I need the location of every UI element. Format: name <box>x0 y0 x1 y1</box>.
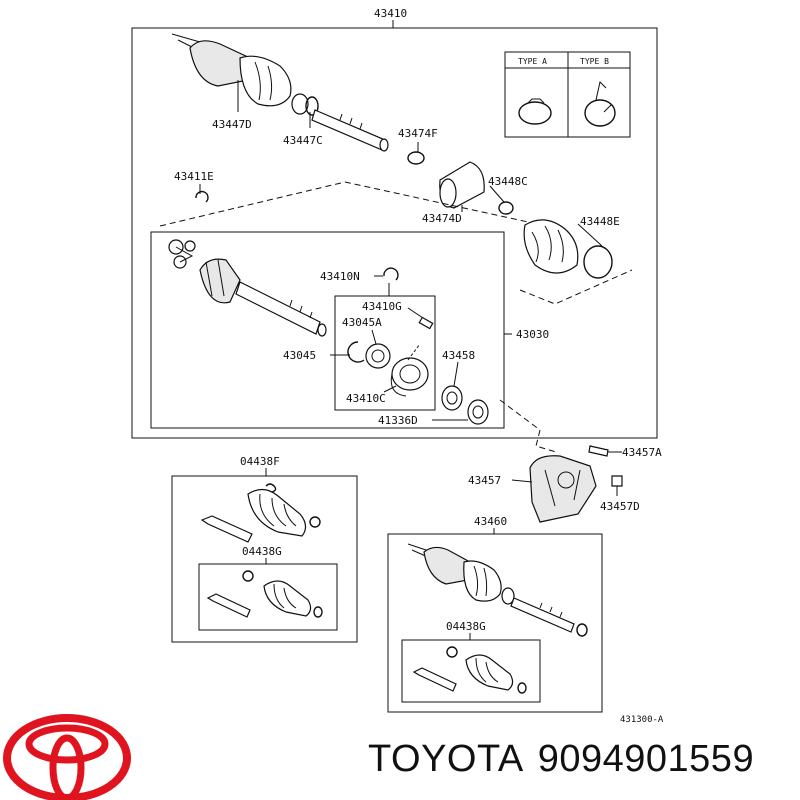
clamp-type-a-tab-icon <box>527 98 545 104</box>
bearing-43410C <box>390 357 429 397</box>
bolt-43457A <box>588 445 609 457</box>
label-43448C: 43448C <box>488 175 528 188</box>
toyota-logo-icon <box>3 714 131 800</box>
label-04438G-b: 04438G <box>446 620 486 633</box>
circlip-43411E <box>195 190 209 203</box>
label-43045A: 43045A <box>342 316 382 329</box>
label-43030: 43030 <box>516 328 549 341</box>
bracket-43457 <box>529 455 597 523</box>
label-43410G: 43410G <box>362 300 402 313</box>
label-43410: 43410 <box>374 7 407 20</box>
seal-43458 <box>441 385 463 411</box>
label-43474F: 43474F <box>398 127 438 140</box>
label-43410C: 43410C <box>346 392 386 405</box>
label-43457A: 43457A <box>622 446 662 459</box>
label-41336D: 41336D <box>378 414 418 427</box>
snap-ring-43045 <box>347 341 365 363</box>
inner-joint-frame <box>150 231 505 429</box>
label-04438F: 04438F <box>240 455 280 468</box>
grease-tube-04438G-a <box>206 593 251 618</box>
boot-04438F <box>247 483 321 537</box>
brand-part-number: TOYOTA 9094901559 <box>368 738 768 781</box>
label-43460: 43460 <box>474 515 507 528</box>
label-43045: 43045 <box>283 349 316 362</box>
brand-name: TOYOTA <box>368 738 524 780</box>
boot-kit-04438G-b-frame <box>401 639 541 703</box>
part-number: 9094901559 <box>537 738 755 780</box>
inner-joint-housing <box>199 258 327 337</box>
boot-kit-04438F-frame <box>171 475 358 643</box>
grease-tube-04438G-b <box>412 667 457 692</box>
circlip-43410N <box>383 267 399 281</box>
label-04438G-a: 04438G <box>242 545 282 558</box>
shaft-43460 <box>407 543 588 637</box>
label-43458: 43458 <box>442 349 475 362</box>
dashed-guide-top <box>159 181 529 227</box>
clamp-43474F <box>407 151 425 165</box>
clamp-type-b-tail-icon <box>595 81 613 113</box>
clamp-43448C <box>498 201 514 215</box>
boot-kit-04438G-a-frame <box>198 563 338 631</box>
label-43447D: 43447D <box>212 118 252 131</box>
boot-04438G-a <box>242 570 323 618</box>
main-assembly-frame <box>131 27 658 439</box>
clamp-type-a-icon <box>518 101 552 125</box>
type-b-label: TYPE B <box>580 57 609 66</box>
label-43457D: 43457D <box>600 500 640 513</box>
type-table: TYPE A TYPE B <box>504 51 631 138</box>
seal-41336D <box>467 399 489 425</box>
boot-43448E <box>523 219 613 279</box>
bearing-group-frame <box>334 295 436 411</box>
pin-43410G <box>418 316 434 330</box>
label-43457: 43457 <box>468 474 501 487</box>
label-43410N: 43410N <box>320 270 360 283</box>
diagram-reference-code: 431300-A <box>620 715 664 725</box>
label-43448E: 43448E <box>580 215 620 228</box>
bolt-43457D <box>611 475 623 487</box>
outer-joint-assembly <box>171 33 389 152</box>
damper-43474D <box>439 161 485 209</box>
grease-tube-04438F <box>200 515 253 543</box>
dashed-guide-lower <box>499 399 557 453</box>
label-43411E: 43411E <box>174 170 214 183</box>
type-a-label: TYPE A <box>518 57 547 66</box>
assembly-43460-frame <box>387 533 603 713</box>
clamp-type-b-icon <box>584 99 616 127</box>
label-43474D: 43474D <box>422 212 462 225</box>
label-43447C: 43447C <box>283 134 323 147</box>
boot-04438G-b <box>446 646 527 694</box>
dashed-guide-right <box>519 269 633 305</box>
bearing-43045A <box>365 343 391 369</box>
tripod-joint <box>168 239 196 269</box>
